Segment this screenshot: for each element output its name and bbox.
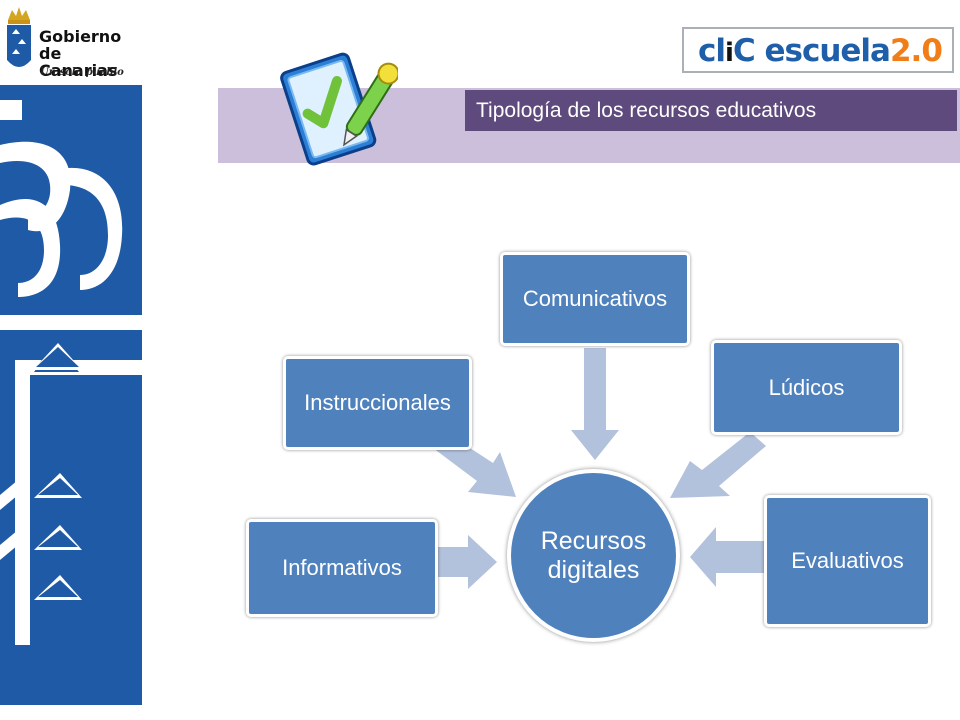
government-name: Gobierno de Canarias <box>39 28 142 79</box>
page-title: Tipología de los recursos educativos <box>465 90 957 131</box>
government-motto: Un solo pueblo <box>40 67 124 78</box>
center-node-recursos-digitales: Recursos digitales <box>507 469 680 642</box>
government-name-line2: de Canarias <box>39 44 118 80</box>
arrow-comunicativos <box>571 348 619 460</box>
node-label: Comunicativos <box>522 286 668 311</box>
government-name-line1: Gobierno <box>39 27 122 46</box>
notebook-checkmark-icon <box>280 52 398 166</box>
node-instruccionales: Instruccionales <box>283 356 472 450</box>
node-label: Lúdicos <box>768 374 845 400</box>
center-node-label: Recursos digitales <box>540 526 647 584</box>
crown-shield-icon <box>7 7 31 67</box>
logo-part-escuela: C escuela <box>732 33 891 69</box>
node-informativos: Informativos <box>246 519 438 617</box>
arrow-evaluativos <box>690 527 766 587</box>
arrow-informativos <box>437 535 497 589</box>
logo-part-version: 2.0 <box>889 33 943 69</box>
arrow-ludicos <box>670 432 766 498</box>
clic-escuela-logo: cliC escuela2.0 <box>682 27 954 73</box>
node-ludicos: Lúdicos <box>711 340 902 435</box>
logo-part-i: i <box>725 38 734 68</box>
node-label: Informativos <box>282 555 402 580</box>
government-emblem-band <box>0 85 142 720</box>
node-evaluativos: Evaluativos <box>764 495 931 627</box>
node-comunicativos: Comunicativos <box>500 252 690 346</box>
logo-part-cl: cl <box>698 33 726 69</box>
node-label: Evaluativos <box>791 548 904 573</box>
government-logo: Gobierno de Canarias Un solo pueblo <box>0 0 142 85</box>
node-label: Instruccionales <box>304 390 451 415</box>
clic-escuela-logo-text: cliC escuela2.0 <box>698 33 943 69</box>
